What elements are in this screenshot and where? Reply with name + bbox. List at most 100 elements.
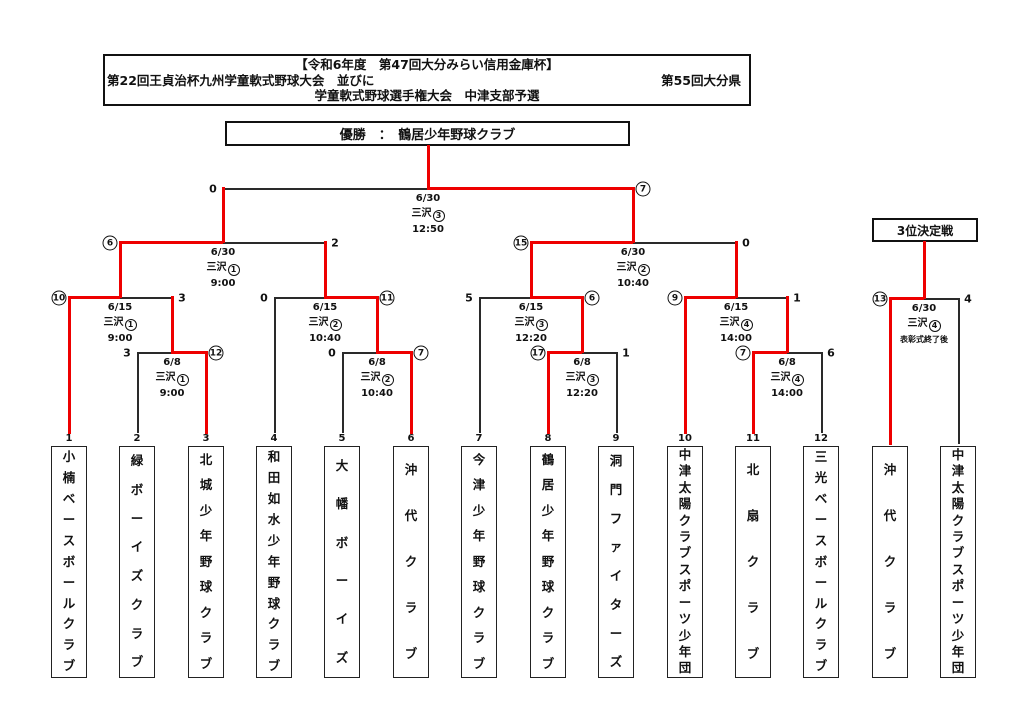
team-name-char: ク bbox=[883, 553, 897, 569]
bracket-line bbox=[924, 298, 958, 300]
team-name-char: ス bbox=[951, 561, 965, 577]
match-semi_right-date: 6/30 bbox=[620, 247, 646, 258]
bracket-line bbox=[736, 297, 787, 299]
team-name: 緑ボーイズクラブ bbox=[120, 447, 154, 677]
bracket-line bbox=[171, 351, 207, 354]
venue-court-number: 1 bbox=[124, 318, 137, 331]
team-name-char: 野 bbox=[199, 553, 213, 569]
bracket-line bbox=[530, 241, 533, 298]
team-name-char: フ bbox=[609, 510, 623, 526]
bracket-line bbox=[684, 296, 687, 434]
team-name-char: 洞 bbox=[609, 453, 623, 469]
team-seed-9: 9 bbox=[612, 433, 620, 444]
bracket-line bbox=[958, 298, 960, 444]
team-name-char: ー bbox=[951, 594, 965, 610]
team-name-char: ス bbox=[814, 532, 828, 548]
match-r1_11v12-left-score: 7 bbox=[735, 345, 751, 361]
team-name-char: ラ bbox=[267, 637, 281, 653]
team-name-char: 球 bbox=[541, 579, 555, 595]
team-name-char: 少 bbox=[541, 502, 555, 518]
match-r1_2v3-date: 6/8 bbox=[163, 357, 181, 368]
team-name-char: 年 bbox=[541, 528, 555, 544]
bracket-line bbox=[787, 352, 821, 354]
team-name-char: 球 bbox=[267, 595, 281, 611]
team-name-char: 田 bbox=[267, 470, 281, 486]
venue-court-number: 2 bbox=[381, 373, 394, 386]
bracket-line bbox=[786, 296, 789, 353]
team-name-char: 津 bbox=[472, 477, 486, 493]
team-box-5: 大幡ボーイズ bbox=[324, 446, 360, 678]
match-r1_8v9-right-score: 1 bbox=[622, 346, 630, 360]
bracket-line bbox=[923, 241, 926, 299]
team-name-char: 代 bbox=[404, 507, 418, 523]
team-box-6: 沖代クラブ bbox=[393, 446, 429, 678]
team-name-char: 北 bbox=[746, 461, 760, 477]
match-qf3-right-score: 6 bbox=[584, 290, 600, 306]
venue-court-number: 1 bbox=[176, 373, 189, 386]
bracket-line bbox=[274, 297, 325, 299]
bracket-line bbox=[633, 242, 736, 244]
team-name: 鶴居少年野球クラブ bbox=[531, 447, 565, 677]
team-name-char: 団 bbox=[678, 660, 692, 676]
team-name: 小楠ベースボールクラブ bbox=[52, 447, 86, 677]
team-name-char: 代 bbox=[883, 507, 897, 523]
team-name-char: 少 bbox=[199, 502, 213, 518]
third-place-team-left: 沖代クラブ bbox=[872, 446, 908, 678]
team-name-char: ラ bbox=[951, 529, 965, 545]
title-line2-left: 第22回王貞治杯九州学童軟式野球大会 並びに bbox=[107, 72, 375, 88]
team-name-char: ベ bbox=[814, 491, 828, 507]
team-name: 沖代クラブ bbox=[873, 447, 907, 677]
bracket-line bbox=[479, 297, 531, 299]
team-name: 中津太陽クラブスポーツ少年団 bbox=[941, 447, 975, 677]
match-r1_2v3-left-score: 3 bbox=[123, 346, 131, 360]
team-name-char: ラ bbox=[472, 630, 486, 646]
team-name-char: 門 bbox=[609, 481, 623, 497]
match-qf1-right-score: 3 bbox=[178, 291, 186, 305]
bracket-line bbox=[616, 352, 618, 433]
bracket-line bbox=[324, 296, 378, 299]
bracket-line bbox=[752, 351, 755, 434]
match-r1_2v3-right-score: 12 bbox=[208, 345, 224, 361]
team-name-char: 光 bbox=[814, 470, 828, 486]
match-semi_right-time: 10:40 bbox=[617, 277, 649, 289]
team-name-char: ク bbox=[814, 616, 828, 632]
venue-court-number: 3 bbox=[535, 318, 548, 331]
team-name-char: ブ bbox=[883, 645, 897, 661]
team-name-char: ベ bbox=[62, 491, 76, 507]
venue-name: 三沢 bbox=[308, 317, 329, 328]
team-name-char: ラ bbox=[746, 599, 760, 615]
team-name-char: 水 bbox=[267, 511, 281, 527]
team-box-1: 小楠ベースボールクラブ bbox=[51, 446, 87, 678]
team-name-char: ク bbox=[951, 512, 965, 528]
team-name-char: ラ bbox=[130, 625, 144, 641]
match-third-time: 表彰式終了後 bbox=[900, 334, 948, 344]
team-name-char: 鶴 bbox=[541, 451, 555, 467]
match-qf2-time: 10:40 bbox=[309, 332, 341, 344]
team-name-char: ブ bbox=[541, 655, 555, 671]
match-semi_right-right-score: 0 bbox=[742, 236, 750, 250]
team-name-char: 今 bbox=[472, 451, 486, 467]
team-name-char: ラ bbox=[404, 599, 418, 615]
team-seed-2: 2 bbox=[133, 433, 141, 444]
team-name-char: タ bbox=[609, 596, 623, 612]
team-name-char: 幡 bbox=[335, 496, 349, 512]
bracket-line bbox=[530, 241, 634, 244]
venue-court-number: 2 bbox=[329, 318, 342, 331]
team-name-char: ラ bbox=[541, 630, 555, 646]
team-box-3: 北城少年野球クラブ bbox=[188, 446, 224, 678]
team-name-char: ー bbox=[62, 574, 76, 590]
team-name-char: ラ bbox=[62, 637, 76, 653]
team-name-char: 津 bbox=[678, 463, 692, 479]
team-name-char: ボ bbox=[814, 553, 828, 569]
